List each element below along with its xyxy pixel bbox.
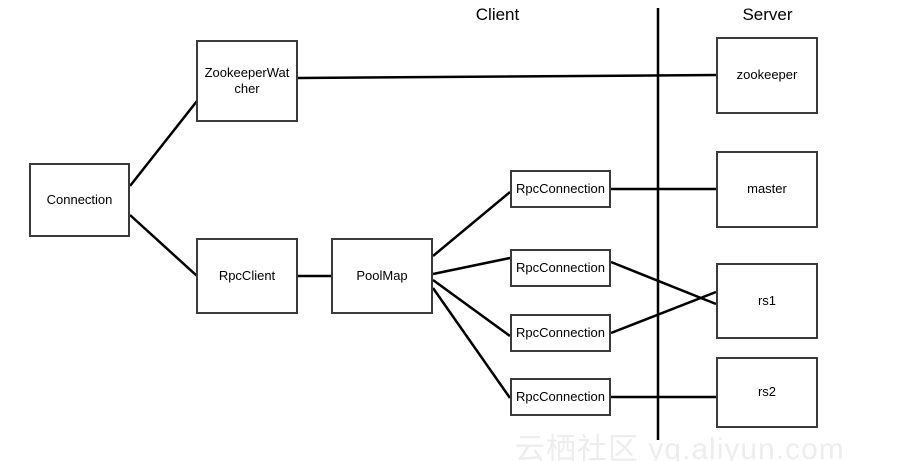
node-zookeeper-label: zookeeper — [736, 67, 798, 83]
edges-group — [129, 73, 717, 399]
node-rpcclient-label: RpcClient — [218, 267, 276, 283]
node-connection[interactable]: Connection — [29, 163, 130, 237]
zone-title-client: Client — [475, 5, 520, 24]
edge-rpcconn3-to-rs1 — [610, 290, 717, 335]
edge-poolmap-to-rpcconn3 — [432, 278, 511, 338]
node-poolmap-label: PoolMap — [356, 267, 408, 283]
node-rpcconnection-1-label: RpcConnection — [516, 180, 605, 196]
node-poolmap[interactable]: PoolMap — [331, 238, 433, 314]
edge-connection-to-zookeeperwatcher — [129, 100, 198, 187]
node-rs1-label: rs1 — [757, 292, 777, 308]
edge-poolmap-to-rpcconn1 — [432, 191, 511, 257]
watermark-text: 云栖社区 yq.aliyun.com — [515, 433, 845, 461]
node-rs2-label: rs2 — [757, 384, 777, 400]
node-zookeeperwatcher[interactable]: ZookeeperWatcher — [196, 40, 298, 122]
zone-title-server: Server — [742, 5, 793, 24]
node-rpcconnection-4[interactable]: RpcConnection — [510, 378, 611, 416]
edge-poolmap-to-rpcconn2 — [432, 256, 511, 276]
edge-rpcconn2-to-rs1 — [610, 260, 717, 306]
edge-poolmap-to-rpcconn4 — [431, 287, 512, 399]
node-zookeeperwatcher-label: ZookeeperWatcher — [204, 64, 290, 96]
node-connection-label: Connection — [46, 191, 113, 207]
node-rpcconnection-2-label: RpcConnection — [516, 259, 605, 275]
node-rs2[interactable]: rs2 — [716, 357, 818, 428]
node-master-label: master — [747, 181, 787, 197]
node-rpcconnection-2[interactable]: RpcConnection — [510, 249, 611, 287]
node-rs1[interactable]: rs1 — [716, 263, 818, 339]
edge-zookeeperwatcher-to-zookeeper — [297, 73, 717, 80]
edge-connection-to-rpcclient — [129, 214, 198, 277]
node-zookeeper[interactable]: zookeeper — [716, 37, 818, 114]
node-rpcconnection-3-label: RpcConnection — [516, 324, 605, 340]
node-rpcconnection-1[interactable]: RpcConnection — [510, 170, 611, 208]
node-rpcclient[interactable]: RpcClient — [196, 238, 298, 314]
node-master[interactable]: master — [716, 151, 818, 228]
node-rpcconnection-3[interactable]: RpcConnection — [510, 314, 611, 352]
node-rpcconnection-4-label: RpcConnection — [516, 388, 605, 404]
